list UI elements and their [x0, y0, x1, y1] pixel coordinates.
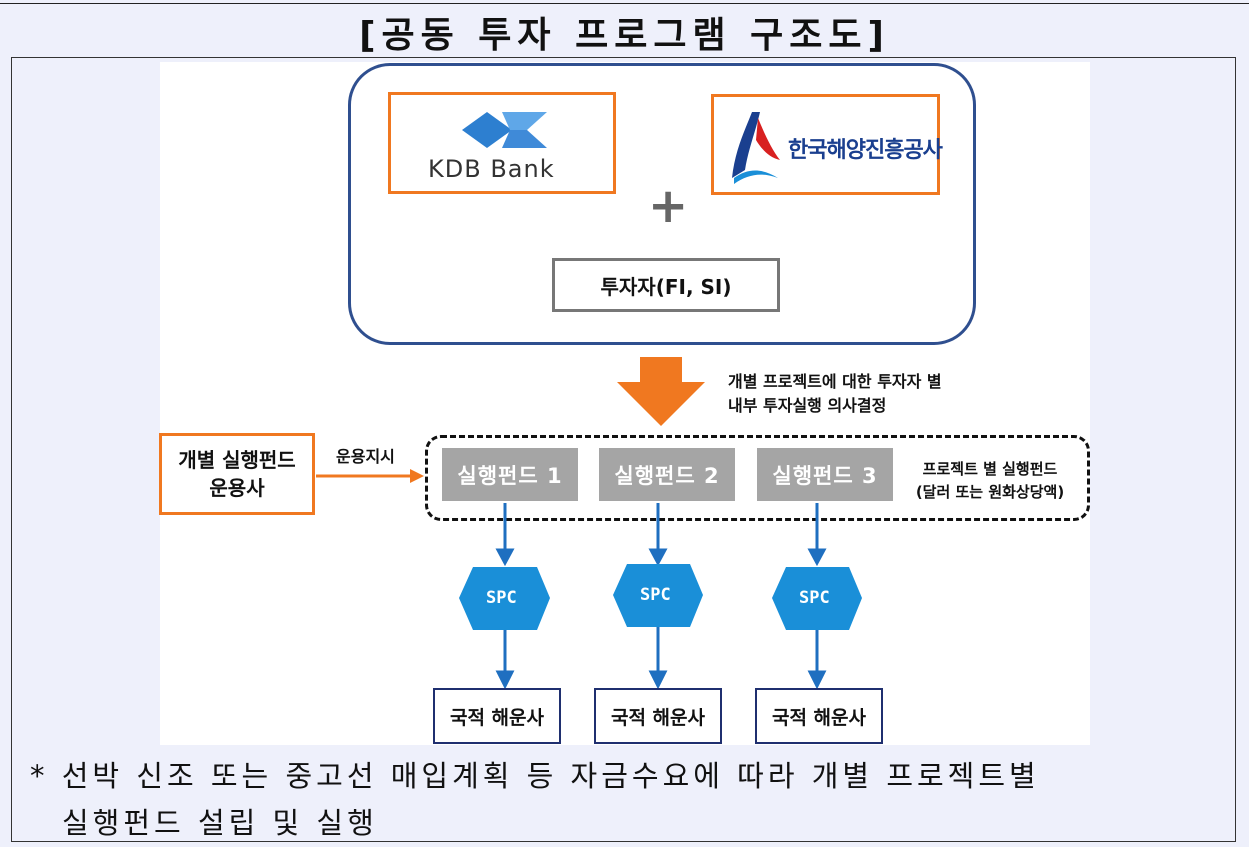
content-frame	[11, 57, 1236, 842]
fund-manager-line2: 운용사	[209, 476, 265, 500]
top-rule	[0, 3, 1249, 4]
kdb-logo-box	[388, 92, 616, 194]
fund-box-1: 실행펀드 1	[442, 448, 578, 501]
decision-note-line1: 개별 프로젝트에 대한 투자자 별	[728, 372, 942, 391]
fund-manager-box: 개별 실행펀드 운용사	[159, 433, 315, 515]
footnote-line1: * 선박 신조 또는 중고선 매입계획 등 자금수요에 따라 개별 프로젝트별	[30, 759, 1040, 793]
kdb-logo-text: KDB Bank	[428, 155, 555, 183]
spc-label-2: SPC	[640, 585, 671, 605]
fund-group-box	[425, 435, 1090, 521]
fund-box-2: 실행펀드 2	[599, 448, 735, 501]
footnote-line2: 실행펀드 설립 및 실행	[62, 806, 378, 840]
decision-note-line2: 내부 투자실행 의사결정	[728, 396, 887, 415]
fund-box-3: 실행펀드 3	[757, 448, 893, 501]
plus-sign: +	[648, 178, 689, 234]
investor-box: 투자자(FI, SI)	[552, 258, 780, 312]
spc-hexagon-1	[459, 567, 550, 630]
spc-hexagon-3	[772, 567, 862, 630]
fund-note-line2: (달러 또는 원화상당액)	[915, 483, 1065, 501]
spc-label-1: SPC	[486, 588, 517, 608]
instruction-label: 운용지시	[336, 447, 395, 466]
spc-hexagon-2	[613, 564, 703, 627]
page-title: [공동 투자 프로그램 구조도]	[359, 15, 890, 56]
shipping-company-box-2: 국적 해운사	[594, 688, 722, 744]
kobc-logo-text: 한국해양진흥공사	[788, 138, 943, 163]
shipping-company-box-3: 국적 해운사	[755, 688, 883, 744]
spc-label-3: SPC	[799, 588, 830, 608]
fund-note-line1: 프로젝트 별 실행펀드	[922, 460, 1058, 478]
shipping-company-box-1: 국적 해운사	[433, 688, 561, 744]
fund-manager-line1: 개별 실행펀드	[178, 448, 296, 472]
